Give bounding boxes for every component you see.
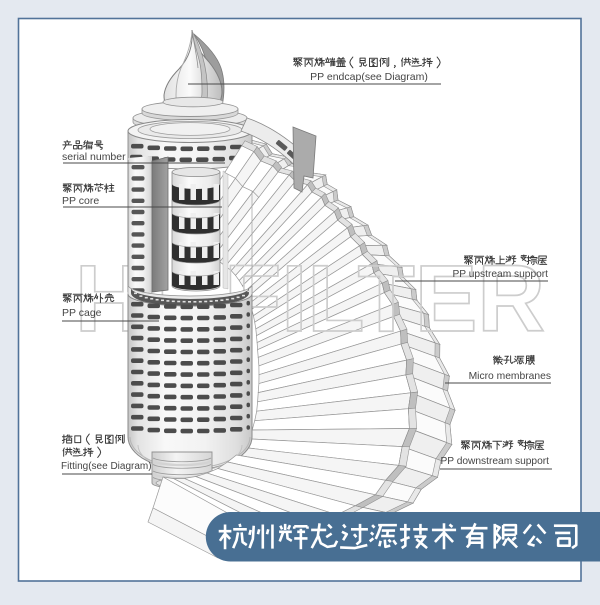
svg-text:PP core: PP core xyxy=(62,195,99,207)
svg-text:PP cage: PP cage xyxy=(62,307,102,319)
svg-text:Fitting(see Diagram): Fitting(see Diagram) xyxy=(61,461,152,472)
svg-text:PP downstream support: PP downstream support xyxy=(440,456,549,467)
svg-text:serial number: serial number xyxy=(62,151,126,163)
svg-text:Micro membranes: Micro membranes xyxy=(469,371,551,382)
svg-text:PP upstream support: PP upstream support xyxy=(452,269,548,280)
svg-text:PP endcap(see Diagram): PP endcap(see Diagram) xyxy=(310,71,428,83)
